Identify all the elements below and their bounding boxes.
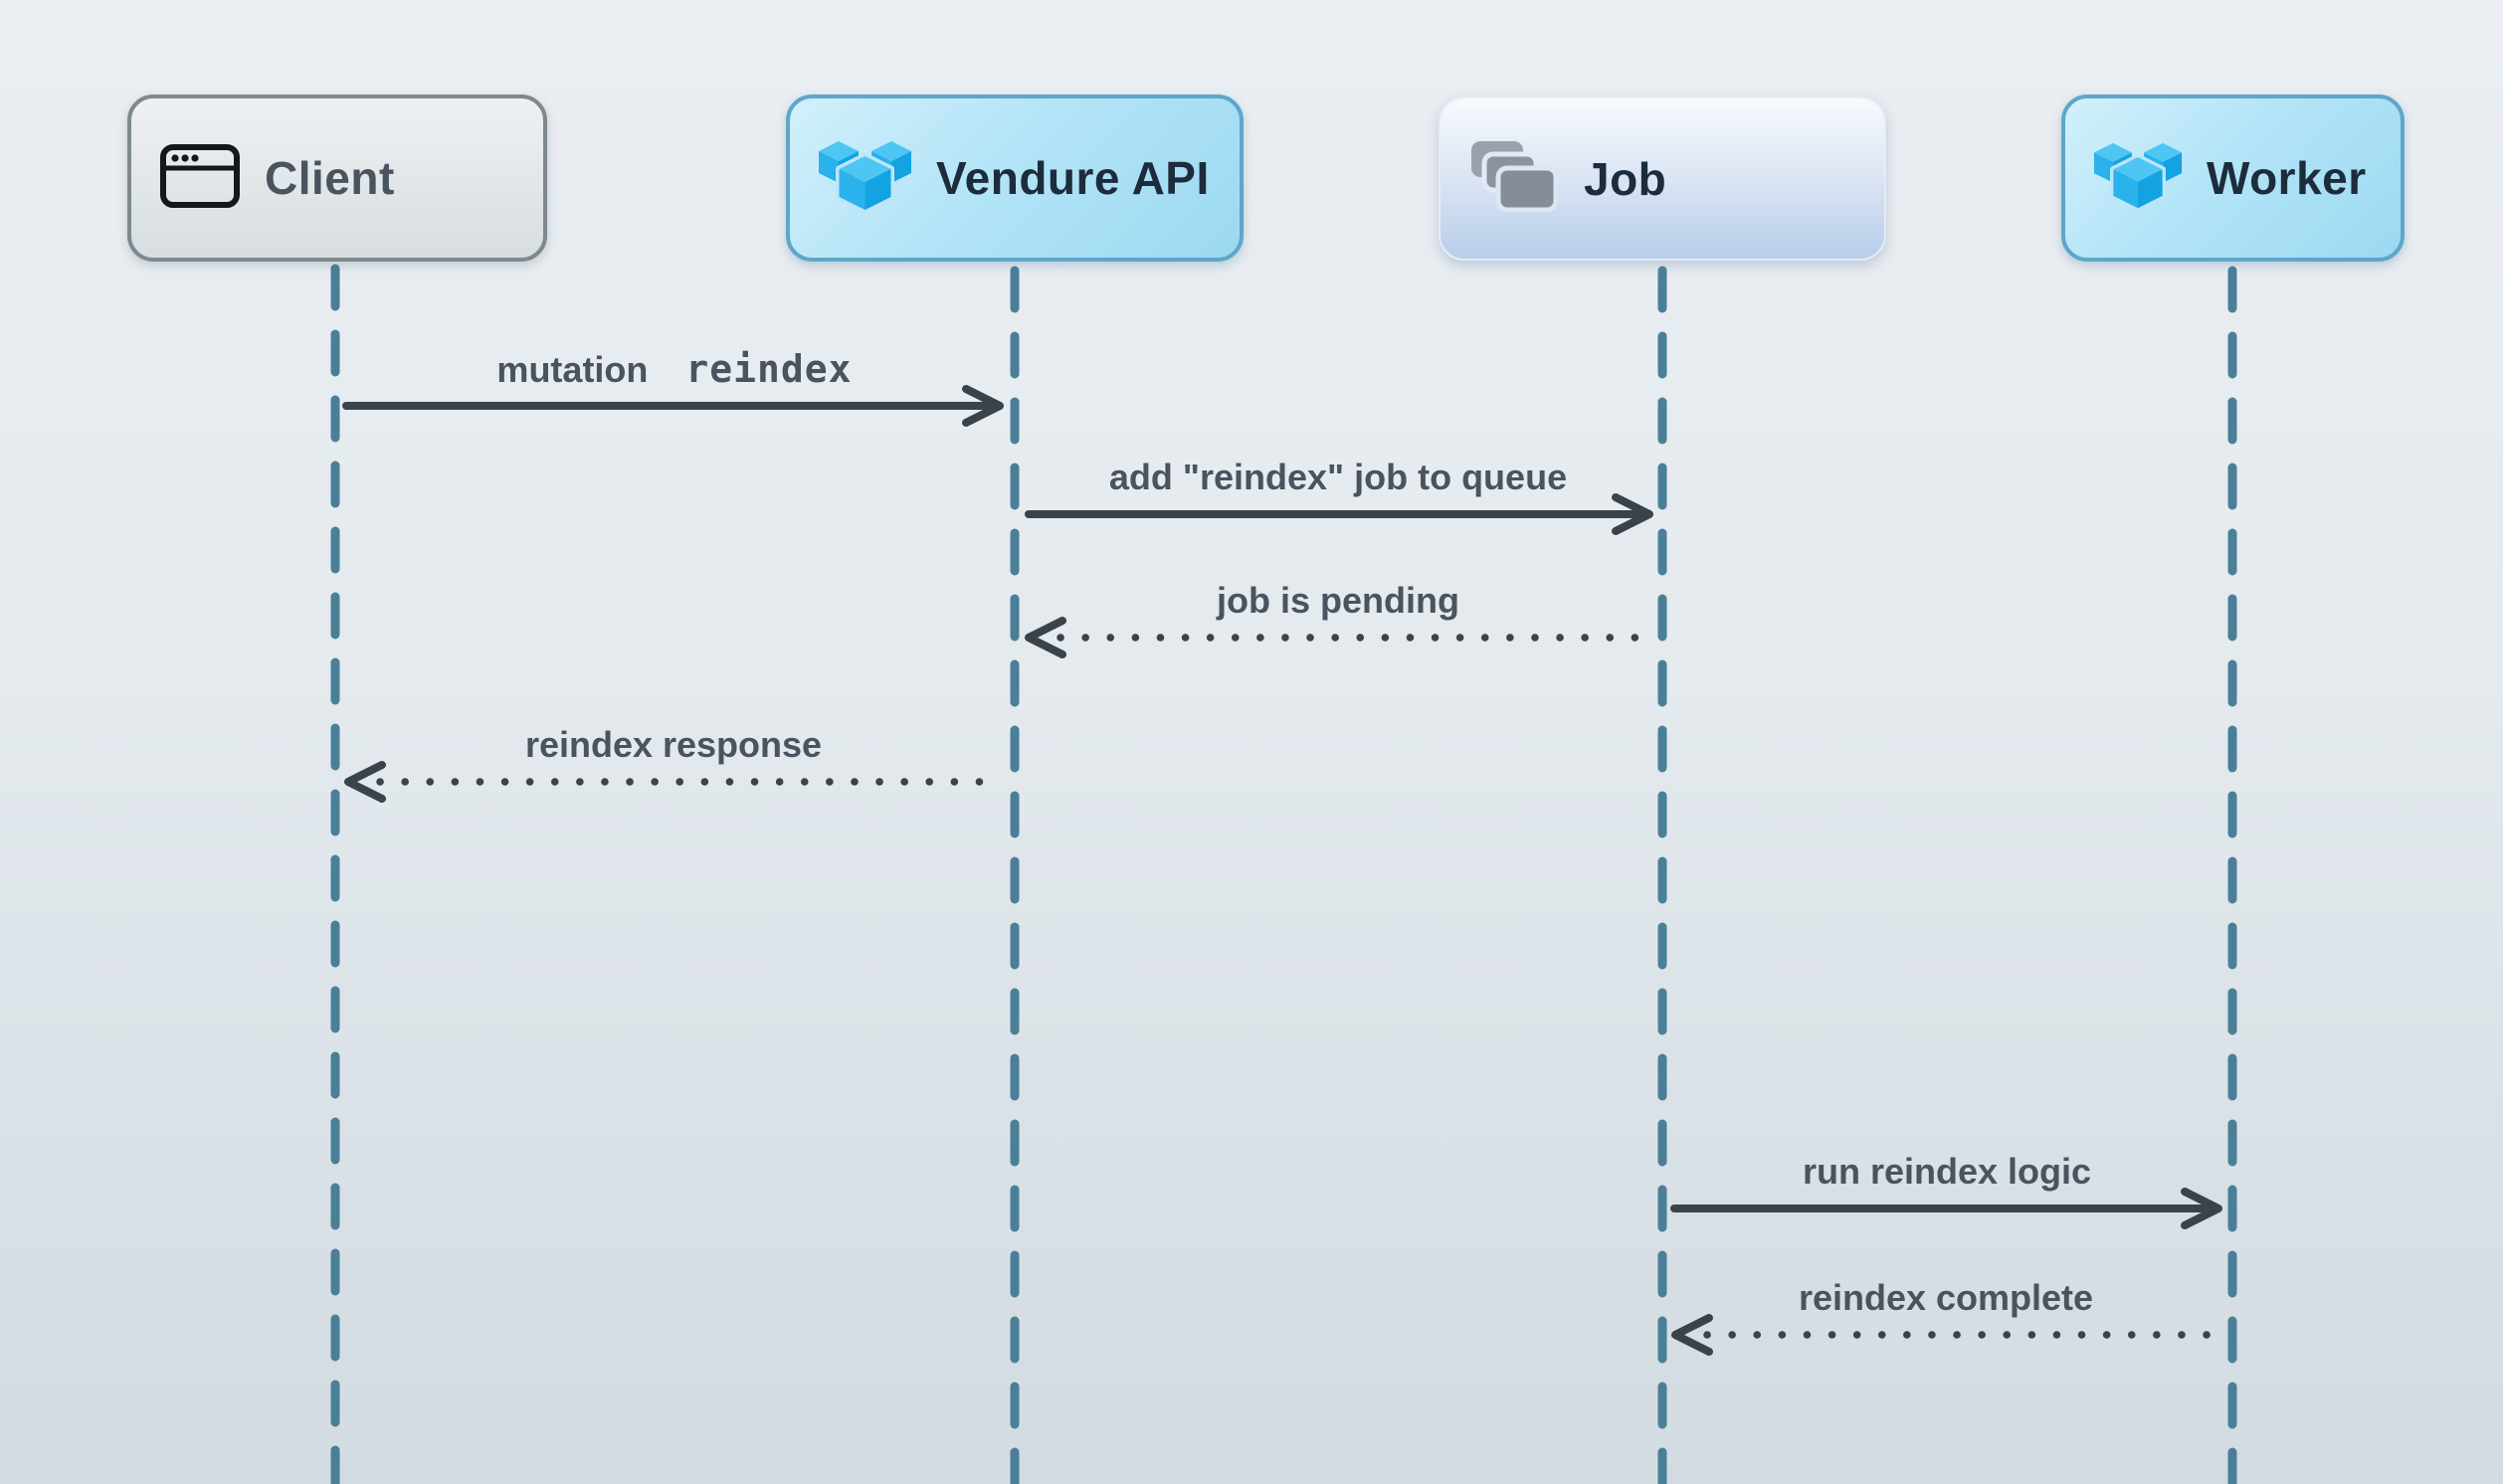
actor-client: Client (127, 94, 547, 262)
message-label-job-is-pending: job is pending (1217, 580, 1459, 621)
message-label-reindex-response: reindex response (524, 724, 823, 765)
message-arrow-reindex-response (344, 761, 1005, 803)
actor-label-client: Client (265, 152, 395, 204)
actor-label-worker: Worker (2207, 152, 2367, 204)
message-text: mutation (496, 349, 649, 390)
stacked-cards-icon (1468, 138, 1560, 219)
message-code-text: reindex (685, 347, 853, 391)
actor-job: Job (1439, 96, 1886, 261)
message-arrow-mutation-reindex (342, 385, 1004, 427)
actor-label-job: Job (1584, 152, 1667, 205)
message-label-mutation-reindex: mutation reindex (496, 346, 852, 393)
message-arrow-reindex-complete (1671, 1314, 2218, 1356)
message-arrow-run-reindex-logic (1670, 1188, 2222, 1229)
browser-window-icon (159, 143, 241, 214)
message-label-add-job-to-queue: add "reindex" job to queue (1108, 457, 1568, 497)
message-label-reindex-complete: reindex complete (1798, 1277, 2094, 1318)
message-arrow-add-job-to-queue (1025, 493, 1653, 535)
actor-vendure-api: Vendure API (786, 94, 1244, 262)
actor-label-vendure-api: Vendure API (936, 152, 1210, 204)
actor-worker: Worker (2061, 94, 2405, 262)
message-arrow-job-is-pending (1025, 617, 1650, 658)
message-label-run-reindex-logic: run reindex logic (1802, 1151, 2092, 1192)
vendure-cubes-icon (2093, 137, 2183, 220)
vendure-cubes-icon (818, 135, 912, 222)
